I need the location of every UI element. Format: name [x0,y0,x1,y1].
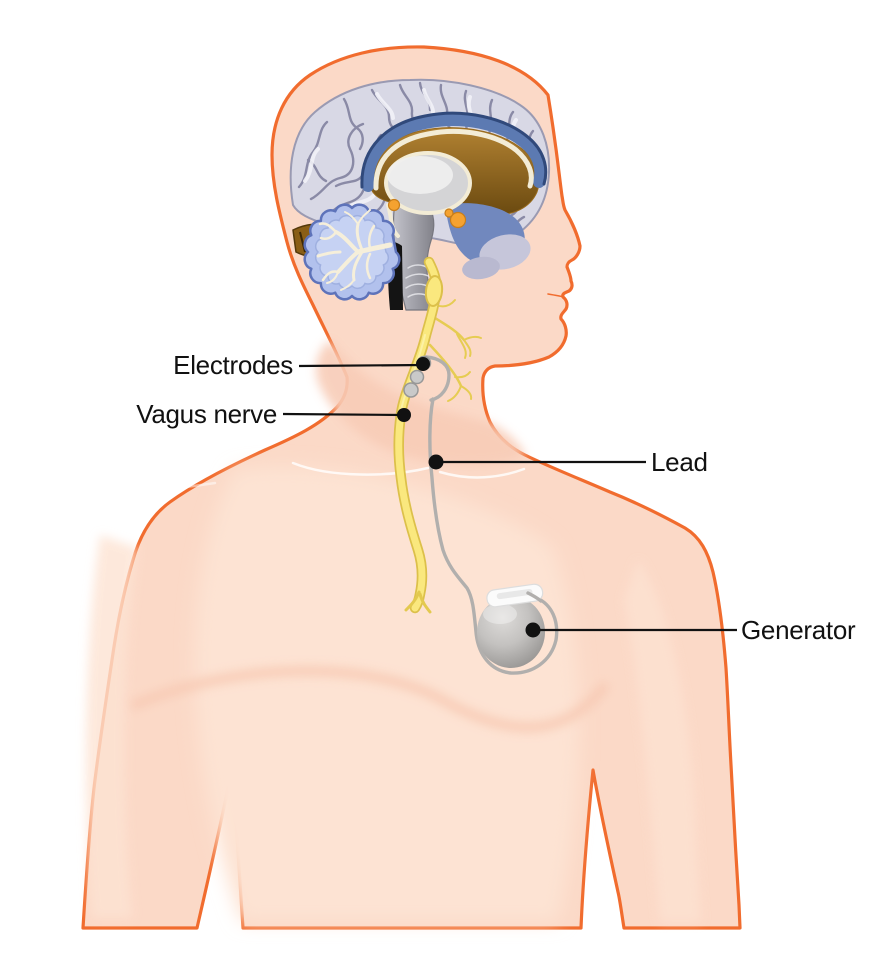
electrodes-label: Electrodes [173,350,293,380]
vagus-nerve-leader-line [282,412,404,417]
leader-lines [282,363,737,632]
electrodes-leader-line [298,363,424,368]
right-arm-highlight [624,560,701,922]
orange-nuclei [387,198,467,229]
clavicle-lines [58,461,526,491]
nerve-lower-fork [404,590,432,614]
cerebellum [303,203,401,301]
arbor-vitae [316,209,393,291]
corpus-callosum-cream-line [373,129,534,191]
nerve-ganglion [424,275,444,307]
electrode-coil [409,369,425,385]
skin-shading [85,340,701,922]
electrodes-dot [416,357,430,371]
lead-main-run [428,397,559,675]
thalamus [384,151,472,215]
left-arm-highlight [85,535,138,918]
lead-connector-tip [526,591,543,603]
generator-highlight [483,604,517,624]
corpus-callosum-blue-band [361,114,547,192]
lip-crease [547,293,565,298]
generator-device [477,583,545,668]
electrode-coil [403,382,419,398]
leader-dots [397,357,541,638]
lead-electrode-loop [424,355,451,402]
lead-wire [424,355,559,675]
pectoral-contour [130,666,611,733]
vagus-nerve-dot [397,408,411,422]
neck-shadow [316,340,526,466]
lead-label: Lead [651,447,708,477]
generator-body [477,596,545,668]
brain [289,78,551,311]
lead-dot [428,454,444,470]
chest-highlight [194,466,580,922]
generator-connector [486,583,544,608]
nerve-branches [428,299,482,402]
generator-dot [525,622,541,638]
generator-label: Generator [741,615,856,645]
vagus-nerve-label: Vagus nerve [136,399,277,429]
corpus-callosum-dark-edge [360,111,548,189]
